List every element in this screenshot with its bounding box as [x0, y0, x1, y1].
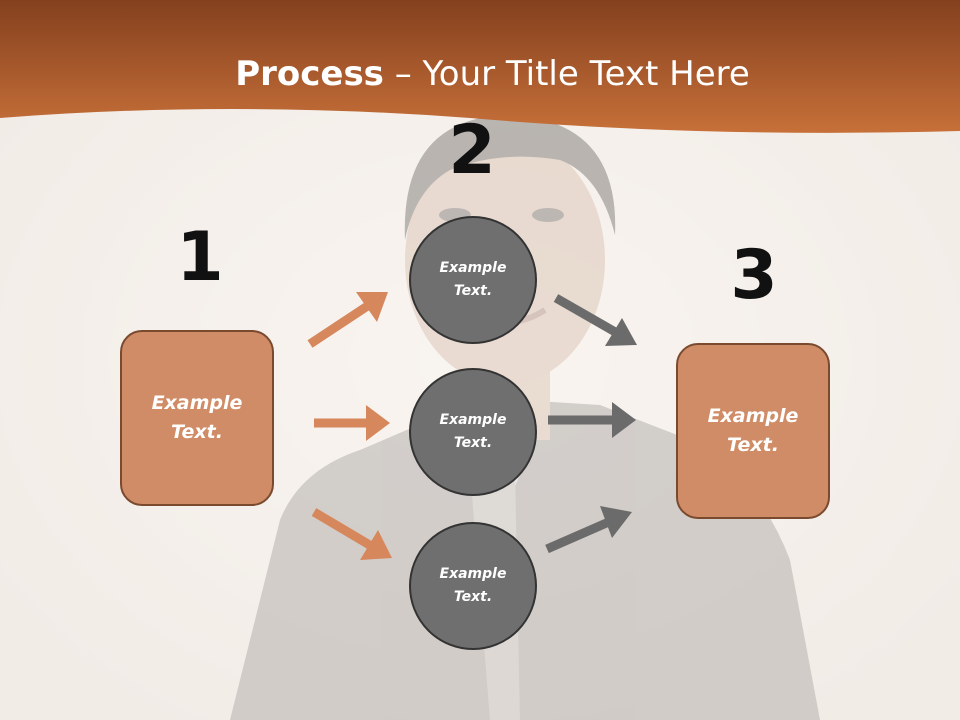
circle-bottom-text: Example Text.: [439, 566, 507, 605]
step-number-2: 2: [448, 111, 496, 190]
header-band: [0, 0, 960, 133]
gray-arrow-up: [545, 506, 632, 554]
circle-middle: Example Text.: [409, 368, 537, 496]
right-box-text: Example Text.: [707, 405, 799, 456]
orange-arrow-down: [311, 508, 392, 560]
step-number-1: 1: [176, 218, 224, 297]
gray-arrow-right: [548, 402, 636, 438]
gray-arrow-down: [553, 294, 637, 346]
left-box-text: Example Text.: [151, 392, 243, 443]
orange-arrow-right: [314, 405, 390, 441]
circle-bottom: Example Text.: [409, 522, 537, 650]
orange-arrow-up: [307, 292, 388, 348]
step-number-3: 3: [730, 236, 778, 315]
right-box: Example Text.: [676, 343, 830, 519]
left-box: Example Text.: [120, 330, 274, 506]
circle-top: Example Text.: [409, 216, 537, 344]
circle-top-text: Example Text.: [439, 260, 507, 299]
title-rest: – Your Title Text Here: [383, 54, 750, 94]
circle-middle-text: Example Text.: [439, 412, 507, 451]
title-bold: Process: [235, 54, 384, 94]
slide-title: Process – Your Title Text Here: [0, 52, 960, 96]
